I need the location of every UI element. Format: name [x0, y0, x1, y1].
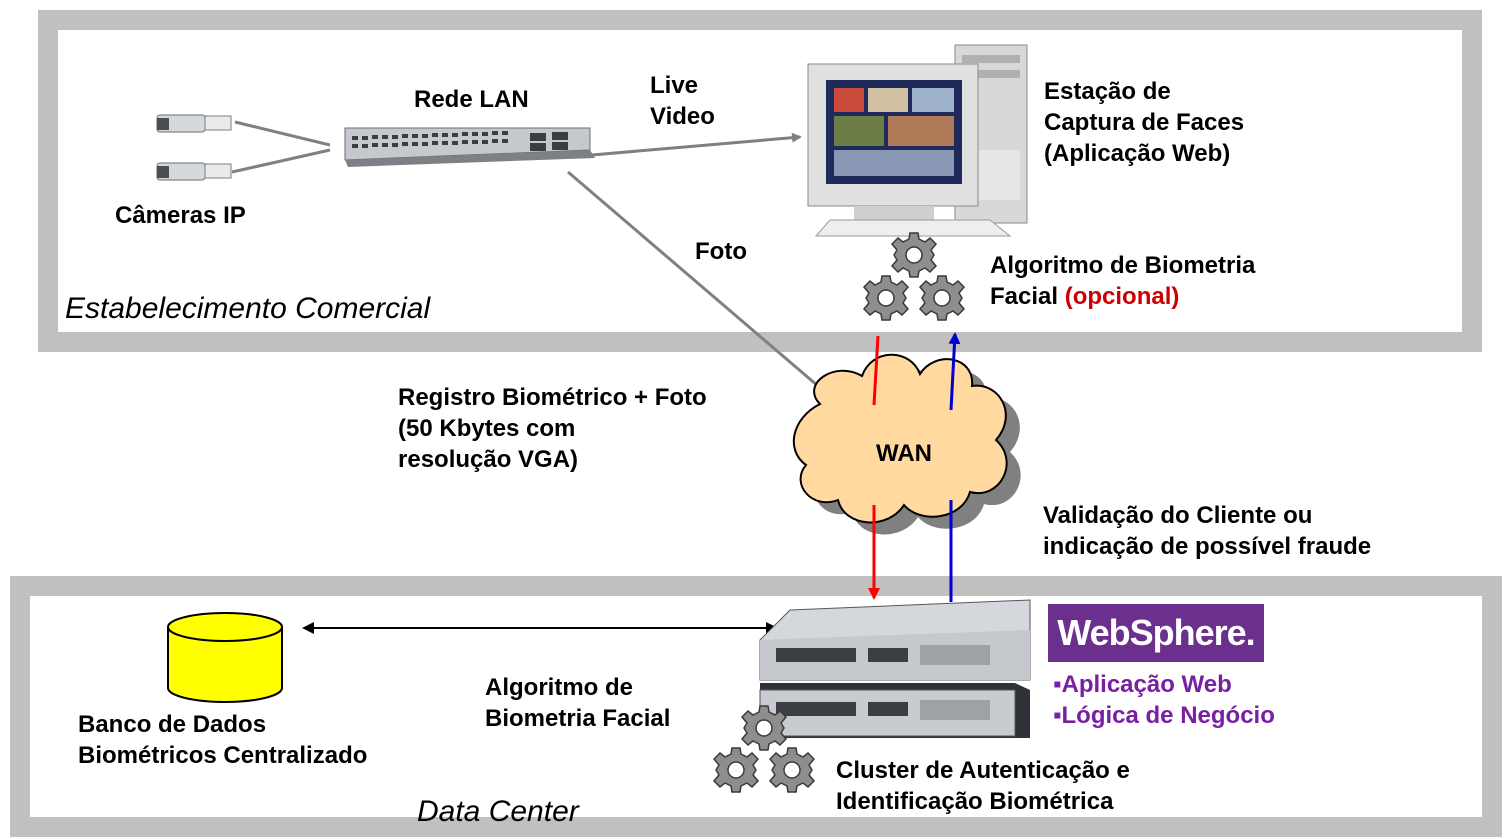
websphere-logo: WebSphere.: [1048, 604, 1264, 662]
desktop-computer-icon: [807, 44, 1028, 237]
ip-camera-icon-1: [156, 114, 232, 133]
zone-data-center-title: Data Center: [417, 795, 579, 828]
websphere-features: ▪Aplicação Web ▪Lógica de Negócio: [1053, 671, 1275, 729]
wan-label: WAN: [876, 440, 932, 467]
gear-icon: [862, 275, 910, 321]
gear-icon: [918, 275, 966, 321]
zone-estabelecimento-title: Estabelecimento Comercial: [65, 292, 431, 325]
database-label: Banco de Dados Biométricos Centralizado: [78, 711, 368, 769]
database-cylinder-icon: [167, 612, 283, 703]
camera1-link: [234, 120, 331, 147]
zone-estabelecimento: [38, 10, 1482, 352]
live-video-arrow: [591, 132, 802, 157]
registro-label: Registro Biométrico + Foto (50 Kbytes co…: [398, 384, 707, 473]
top-algorithm-label: Algoritmo de Biometria Facial (opcional): [990, 252, 1256, 310]
blue-link-upper: [948, 332, 961, 411]
cameras-label: Câmeras IP: [115, 202, 246, 229]
dc-algorithm-label: Algoritmo de Biometria Facial: [485, 674, 671, 732]
foto-label: Foto: [695, 238, 747, 265]
camera2-link: [231, 148, 331, 174]
photo-arrow: [567, 170, 827, 394]
live-video-label: Live Video: [650, 72, 715, 130]
gear-icon: [712, 747, 760, 793]
station-label: Estação de Captura de Faces (Aplicação W…: [1044, 78, 1245, 167]
validacao-label: Validação do Cliente ou indicação de pos…: [1043, 502, 1372, 560]
gear-icon: [768, 747, 816, 793]
ip-camera-icon-2: [156, 162, 232, 181]
optional-tag: (opcional): [1064, 283, 1180, 310]
cluster-label: Cluster de Autenticação e Identificação …: [836, 757, 1130, 815]
network-switch-icon: [344, 127, 595, 167]
rack-server-icon: [759, 599, 1031, 738]
gear-icon: [890, 232, 938, 278]
cloud-icon: [792, 353, 1021, 535]
gear-icon: [740, 705, 788, 751]
red-link-upper: [872, 335, 880, 406]
lan-label: Rede LAN: [414, 86, 529, 113]
